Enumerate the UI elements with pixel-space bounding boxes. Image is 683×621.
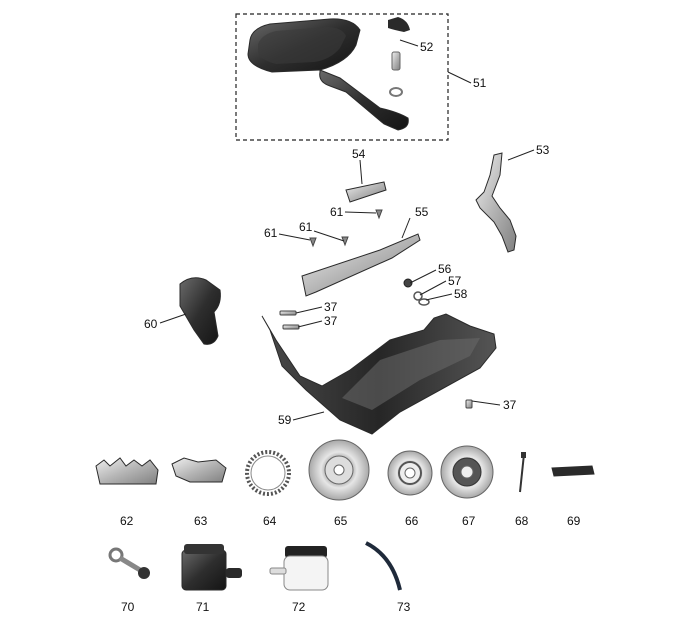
callout-59: 59 xyxy=(278,413,292,427)
guard-trim-strip-icon xyxy=(301,233,421,297)
callout-37-a: 37 xyxy=(324,300,338,314)
abs-tone-ring-icon xyxy=(245,450,291,496)
callout-54: 54 xyxy=(352,147,366,161)
part-label-67: 67 xyxy=(462,514,476,528)
guard-insert-icon xyxy=(345,181,387,203)
callout-52: 52 xyxy=(420,40,434,54)
mirror-stem-icon xyxy=(319,69,409,131)
handguard-highlight xyxy=(342,338,480,410)
mirror-bolt-icon xyxy=(391,51,401,71)
fastener-hardware xyxy=(403,278,430,306)
mirror-glass-icon xyxy=(258,27,346,64)
callout-51: 51 xyxy=(473,76,487,90)
callout-58: 58 xyxy=(454,287,468,301)
part-label-72: 72 xyxy=(292,600,306,614)
bottom-parts-row-2 xyxy=(108,541,402,591)
part-label-62: 62 xyxy=(120,514,134,528)
fluid-reservoir-clear-icon xyxy=(269,546,329,591)
callout-56: 56 xyxy=(438,262,452,276)
mirror-cap-icon xyxy=(388,17,410,32)
leader-lines xyxy=(159,39,535,421)
bottom-labels: 62 63 64 65 66 67 68 69 70 71 72 73 xyxy=(120,514,581,614)
velcro-strap-icon xyxy=(551,465,595,477)
part-label-64: 64 xyxy=(263,514,277,528)
part-label-66: 66 xyxy=(405,514,419,528)
mirror-washer-icon xyxy=(389,87,403,97)
cable-tie-icon xyxy=(519,452,526,493)
fluid-reservoir-black-icon xyxy=(181,544,242,591)
part-label-68: 68 xyxy=(515,514,529,528)
callout-57: 57 xyxy=(448,274,462,288)
callout-60: 60 xyxy=(144,317,158,331)
callout-53: 53 xyxy=(536,143,550,157)
callout-61-b: 61 xyxy=(299,220,313,234)
callout-61-a: 61 xyxy=(330,205,344,219)
callout-37-b: 37 xyxy=(324,314,338,328)
part-label-63: 63 xyxy=(194,514,208,528)
mirror-assembly-group xyxy=(235,13,449,141)
callout-61-c: 61 xyxy=(264,226,278,240)
callouts: 52 51 53 54 55 61 61 61 56 57 58 37 37 6… xyxy=(144,40,550,427)
switch-housing-icon xyxy=(179,277,221,345)
brake-disc-front-icon xyxy=(308,439,370,501)
callout-37-c: 37 xyxy=(503,398,517,412)
part-label-71: 71 xyxy=(196,600,210,614)
hose-icon xyxy=(365,541,402,591)
banjo-bolt-icon xyxy=(108,547,150,579)
brake-disc-floating-icon xyxy=(440,445,494,499)
part-label-69: 69 xyxy=(567,514,581,528)
bottom-parts-row-1 xyxy=(95,439,595,501)
callout-55: 55 xyxy=(415,205,429,219)
brake-pad-rear-icon xyxy=(171,457,227,483)
handguard-bracket-icon xyxy=(475,152,517,253)
part-label-65: 65 xyxy=(334,514,348,528)
brake-disc-rear-icon xyxy=(387,450,433,496)
brake-pad-front-icon xyxy=(95,457,159,485)
mirror-assembly-box xyxy=(235,13,449,141)
screws-61 xyxy=(309,209,383,248)
part-label-73: 73 xyxy=(397,600,411,614)
part-label-70: 70 xyxy=(121,600,135,614)
